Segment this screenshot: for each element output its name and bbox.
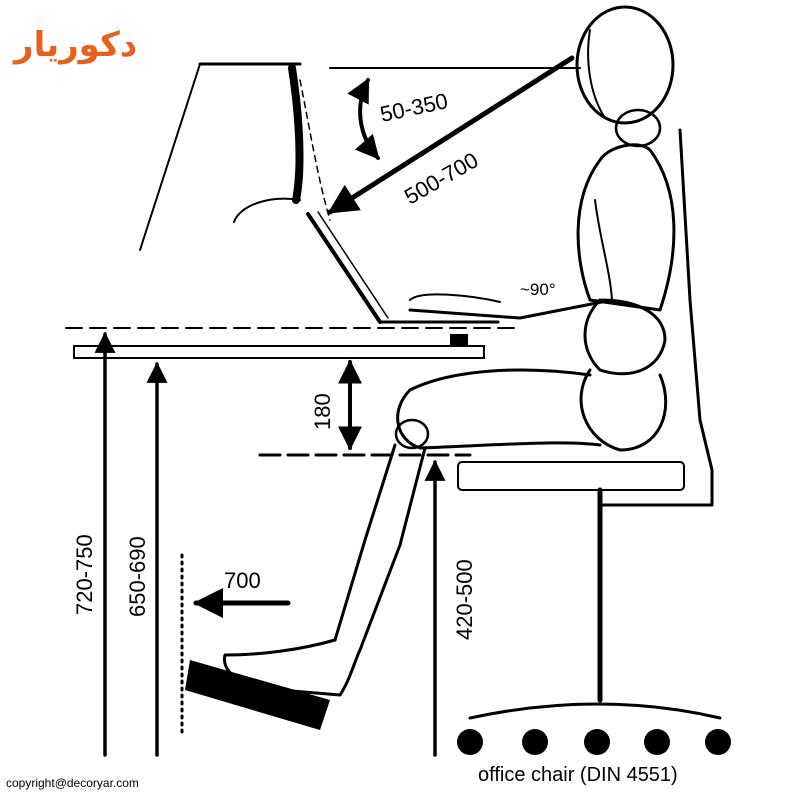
seated-figure [223,5,676,697]
elbow-angle-label: ~90° [520,280,556,299]
dimension-lines [94,55,575,757]
viewing-distance-label: 500-700 [400,147,482,209]
footrest [180,553,330,737]
desk-height-label: 720-750 [72,534,97,615]
seat-height-label: 420-500 [452,559,477,640]
office-chair [457,128,731,755]
decoryar-logo: دکوریار [14,25,138,65]
laptop [306,211,500,348]
thigh-clearance-label: 180 [310,393,335,430]
monitor [139,62,581,251]
screen-tilt-label: 50-350 [378,88,450,127]
copyright-text: copyright@decoryar.com [6,776,139,790]
foot-depth-label: 700 [224,568,261,593]
chair-caption: office chair (DIN 4551) [478,764,678,786]
keyboard-height-label: 650-690 [125,536,150,617]
desk [65,327,521,359]
